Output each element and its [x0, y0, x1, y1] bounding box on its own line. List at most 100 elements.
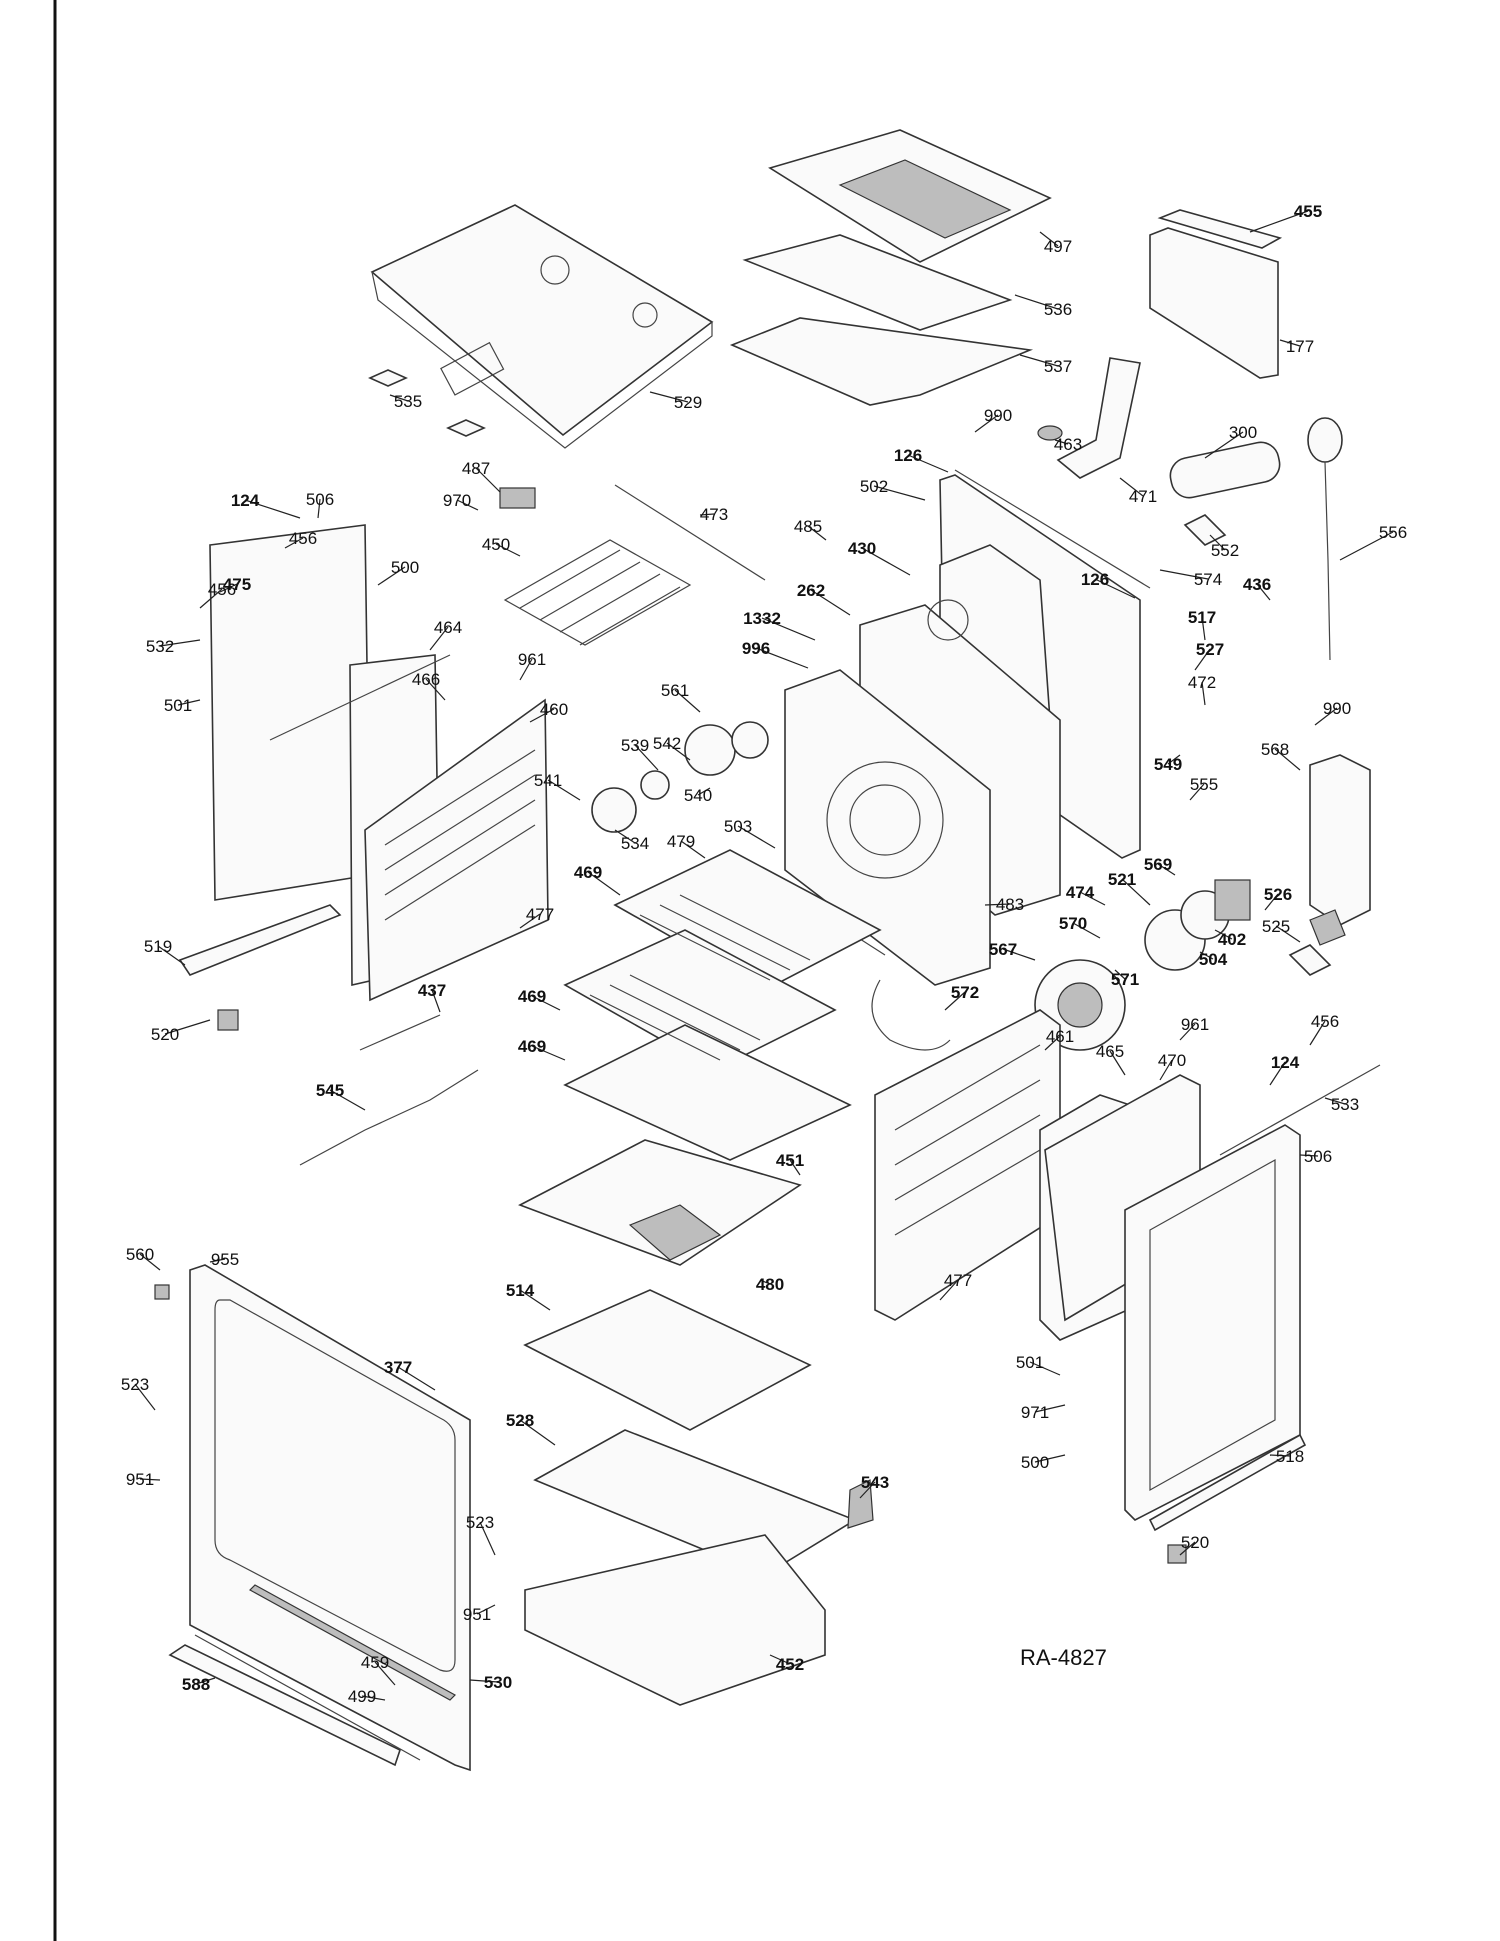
leader-line	[397, 1366, 436, 1391]
part-529-pan	[370, 204, 714, 449]
leader-line	[1194, 648, 1211, 671]
part-label: 535	[394, 392, 422, 411]
leader-line	[1204, 431, 1244, 459]
part-469-rack-3	[563, 1024, 852, 1161]
part-label: 300	[1229, 423, 1257, 442]
part-568-housing	[1309, 754, 1371, 926]
part-label: 520	[1181, 1533, 1209, 1552]
part-526-block	[1309, 909, 1346, 946]
part-label: 555	[1190, 775, 1218, 794]
leader-line	[1034, 1454, 1066, 1463]
part-label: 527	[1196, 640, 1224, 659]
part-530-front-frame	[189, 1264, 471, 1772]
leader-line	[1014, 294, 1059, 310]
part-label: 571	[1111, 970, 1139, 989]
part-536-plate	[742, 234, 1013, 331]
part-label: 504	[1199, 950, 1228, 969]
leader-line	[859, 1481, 876, 1499]
part-label: 469	[574, 863, 602, 882]
part-label: 126	[894, 446, 922, 465]
part-label: 465	[1096, 1042, 1124, 1061]
leader-line	[674, 689, 701, 713]
part-label: 500	[391, 558, 419, 577]
leader-line	[519, 658, 533, 681]
leader-line	[1054, 439, 1069, 445]
leader-line	[755, 647, 809, 669]
part-473-rod	[614, 484, 766, 581]
part-label: 485	[794, 517, 822, 536]
part-label: 469	[518, 1037, 546, 1056]
part-520-foot	[217, 1009, 239, 1031]
part-537-plate	[729, 317, 1034, 406]
part-label: 951	[126, 1470, 154, 1489]
part-label: 480	[756, 1275, 784, 1294]
part-label: 525	[1262, 917, 1290, 936]
leader-line	[389, 394, 409, 402]
part-label: 124	[1271, 1053, 1300, 1072]
leader-line	[807, 525, 827, 541]
leader-line	[1094, 578, 1136, 599]
part-464-rail	[269, 654, 451, 741]
part-label: 543	[861, 1473, 889, 1492]
part-label: 477	[944, 1271, 972, 1290]
part-label: 459	[361, 1653, 389, 1672]
part-label: 487	[462, 459, 490, 478]
part-label: 528	[506, 1411, 534, 1430]
leader-line	[374, 1661, 396, 1686]
leader-line	[519, 913, 541, 929]
leader-line	[531, 1045, 566, 1061]
leader-line	[761, 617, 816, 641]
leader-line	[1179, 1541, 1196, 1556]
leader-line	[244, 499, 301, 519]
part-label: 501	[1016, 1353, 1044, 1372]
leader-line	[873, 485, 926, 501]
part-535-bracket	[368, 369, 486, 437]
leader-line	[1214, 929, 1233, 940]
part-497-glass	[838, 159, 1012, 239]
part-label: 177	[1286, 337, 1314, 356]
part-label: 526	[1264, 885, 1292, 904]
leader-line	[649, 391, 689, 403]
leader-line	[634, 744, 659, 771]
leader-line	[1121, 878, 1151, 906]
leader-line	[769, 1654, 791, 1665]
part-label: 539	[621, 736, 649, 755]
part-label: 990	[984, 406, 1012, 425]
leader-line	[907, 454, 949, 473]
part-label: 460	[540, 700, 568, 719]
leader-line	[456, 499, 479, 511]
part-label: 471	[1129, 487, 1157, 506]
leader-line	[519, 1419, 556, 1446]
leader-line	[1044, 1035, 1061, 1051]
leader-line	[1269, 1061, 1286, 1086]
leader-line	[425, 678, 446, 701]
leader-line	[1324, 1097, 1346, 1105]
part-label: 497	[1044, 237, 1072, 256]
part-300-blower	[1169, 441, 1281, 499]
part-label: 520	[151, 1025, 179, 1044]
leader-line	[1189, 783, 1205, 801]
part-452-insulation	[524, 1534, 826, 1706]
leader-line	[1072, 922, 1101, 939]
part-459-strip	[194, 1634, 421, 1761]
part-label: 377	[384, 1358, 412, 1377]
part-540-socket	[684, 724, 736, 776]
part-label: 430	[848, 539, 876, 558]
leader-line	[529, 708, 555, 723]
part-label: 452	[776, 1655, 804, 1674]
part-label: 552	[1211, 541, 1239, 560]
part-402-bracket	[1214, 879, 1251, 921]
part-label: 971	[1021, 1403, 1049, 1422]
part-label: 561	[661, 681, 689, 700]
leader-line	[219, 583, 238, 593]
leader-line	[789, 1159, 801, 1176]
part-574-strip	[954, 469, 1151, 589]
part-label: 534	[621, 834, 649, 853]
part-label: 463	[1054, 435, 1082, 454]
part-label: 450	[482, 535, 510, 554]
part-label: 532	[146, 637, 174, 656]
part-533-rail	[1219, 1064, 1381, 1156]
part-label: 469	[518, 987, 546, 1006]
part-label: 514	[506, 1281, 535, 1300]
part-label: 556	[1379, 523, 1407, 542]
